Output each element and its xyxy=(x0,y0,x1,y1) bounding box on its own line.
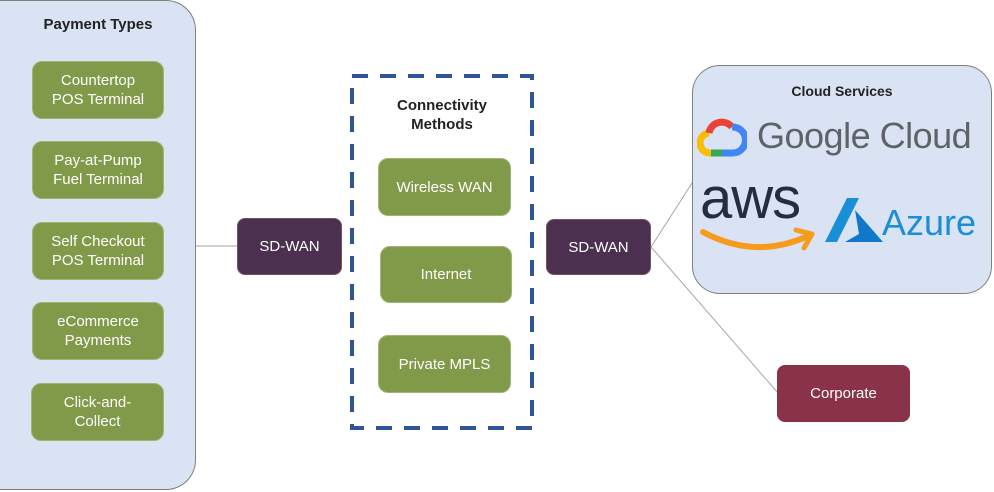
connectivity-dashed-border xyxy=(350,74,534,430)
connector-sdwan-corporate xyxy=(650,246,779,394)
corporate-box[interactable]: Corporate xyxy=(777,365,910,422)
cloud-services-title: Cloud Services xyxy=(791,83,893,99)
payment-types-title: Payment Types xyxy=(43,16,153,33)
connectivity-private-mpls[interactable]: Private MPLS xyxy=(378,335,511,393)
payment-pay-at-pump[interactable]: Pay-at-Pump Fuel Terminal xyxy=(32,141,164,199)
sdwan-left[interactable]: SD-WAN xyxy=(237,218,342,275)
aws-logo-text: aws xyxy=(700,166,801,231)
azure-icon xyxy=(825,198,883,242)
connector-sdwan-cloud xyxy=(650,179,695,248)
sdwan-right[interactable]: SD-WAN xyxy=(546,219,651,275)
payment-countertop-pos[interactable]: Countertop POS Terminal xyxy=(32,61,164,119)
payment-click-and-collect[interactable]: Click-and- Collect xyxy=(31,383,164,441)
azure-logo-text: Azure xyxy=(882,202,977,243)
connectivity-internet[interactable]: Internet xyxy=(380,246,512,303)
aws-smile-icon xyxy=(700,227,815,251)
connectivity-title: Connectivity Methods xyxy=(396,97,487,133)
google-cloud-icon xyxy=(697,118,747,157)
payment-self-checkout[interactable]: Self Checkout POS Terminal xyxy=(32,222,164,280)
google-cloud-logo-text: Google Cloud xyxy=(757,115,972,156)
connectivity-wireless-wan[interactable]: Wireless WAN xyxy=(378,158,511,216)
cloud-services-panel: Cloud Services xyxy=(692,65,992,294)
payment-ecommerce[interactable]: eCommerce Payments xyxy=(32,302,164,360)
